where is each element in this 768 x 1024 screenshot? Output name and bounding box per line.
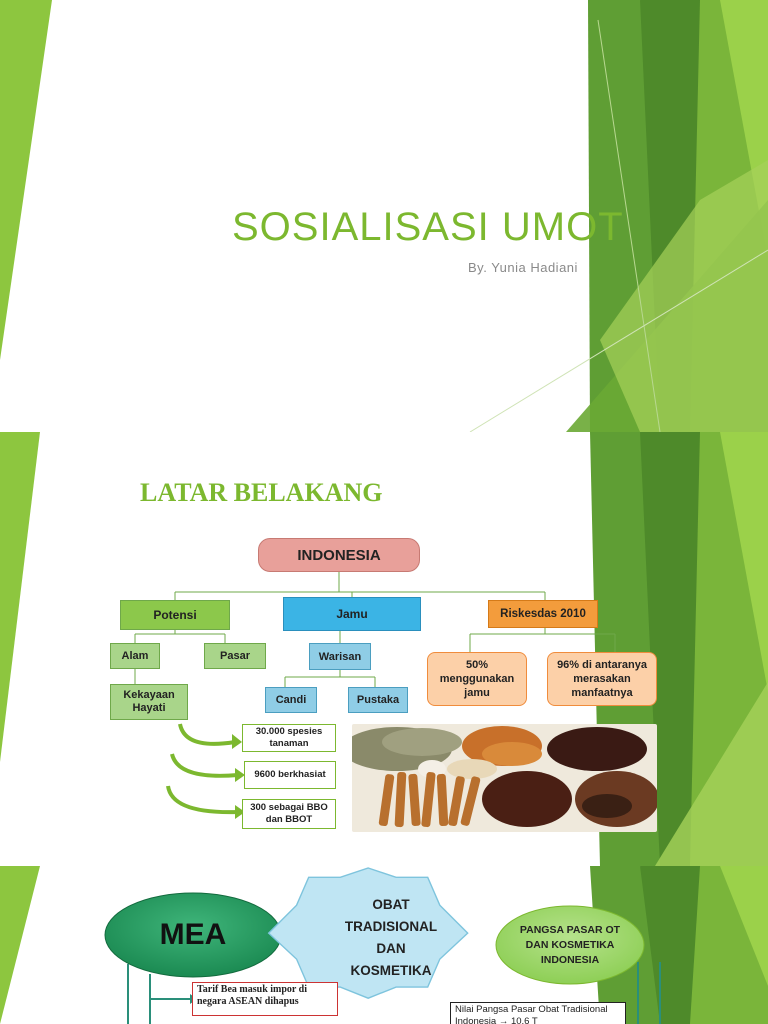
green-decoration [0, 0, 768, 432]
tarif-note: Tarif Bea masuk impor di negara ASEAN di… [192, 982, 338, 1016]
green-decoration [0, 866, 768, 1024]
obat-tradisional-node: OBAT TRADISIONAL DAN KOSMETIKA [344, 897, 438, 978]
slide-subtitle: By. Yunia Hadiani [468, 260, 578, 275]
node-warisan: Warisan [309, 643, 371, 670]
section-heading: LATAR BELAKANG [140, 478, 383, 507]
fact-species: 30.000 spesies tanaman [242, 724, 336, 752]
node-riskesdas: Riskesdas 2010 [488, 600, 598, 628]
mea-diagram-shapes [104, 867, 661, 1024]
fact-bbo: 300 sebagai BBO dan BBOT [242, 799, 336, 829]
background-slide: LATAR BELAKANG [0, 432, 768, 866]
nilai-note: Nilai Pangsa Pasar Obat Tradisional Indo… [450, 1002, 626, 1024]
pangsa-pasar-node: PANGSA PASAR OT DAN KOSMETIKA INDONESIA [519, 923, 621, 966]
mea-slide: MEA OBAT TRADISIONAL DAN KOSMETIKA PANGS… [0, 866, 768, 1024]
slide-title: SOSIALISASI UMOT [232, 205, 624, 249]
node-jamu: Jamu [283, 597, 421, 631]
node-kekayaan-hayati: Kekayaan Hayati [110, 684, 188, 720]
node-candi: Candi [265, 687, 317, 713]
stat-box-96: 96% di antaranya merasakan manfaatnya [547, 652, 657, 706]
node-alam: Alam [110, 643, 160, 669]
stat-box-50: 50% menggunakan jamu [427, 652, 527, 706]
spices-photo [352, 724, 657, 832]
title-slide: SOSIALISASI UMOT By. Yunia Hadiani [0, 0, 768, 432]
node-potensi: Potensi [120, 600, 230, 630]
node-pustaka: Pustaka [348, 687, 408, 713]
node-indonesia: INDONESIA [258, 538, 420, 572]
org-chart-connectors [134, 572, 616, 819]
node-pasar: Pasar [204, 643, 266, 669]
mea-node: MEA [159, 918, 227, 951]
fact-berkhasiat: 9600 berkhasiat [244, 761, 336, 789]
